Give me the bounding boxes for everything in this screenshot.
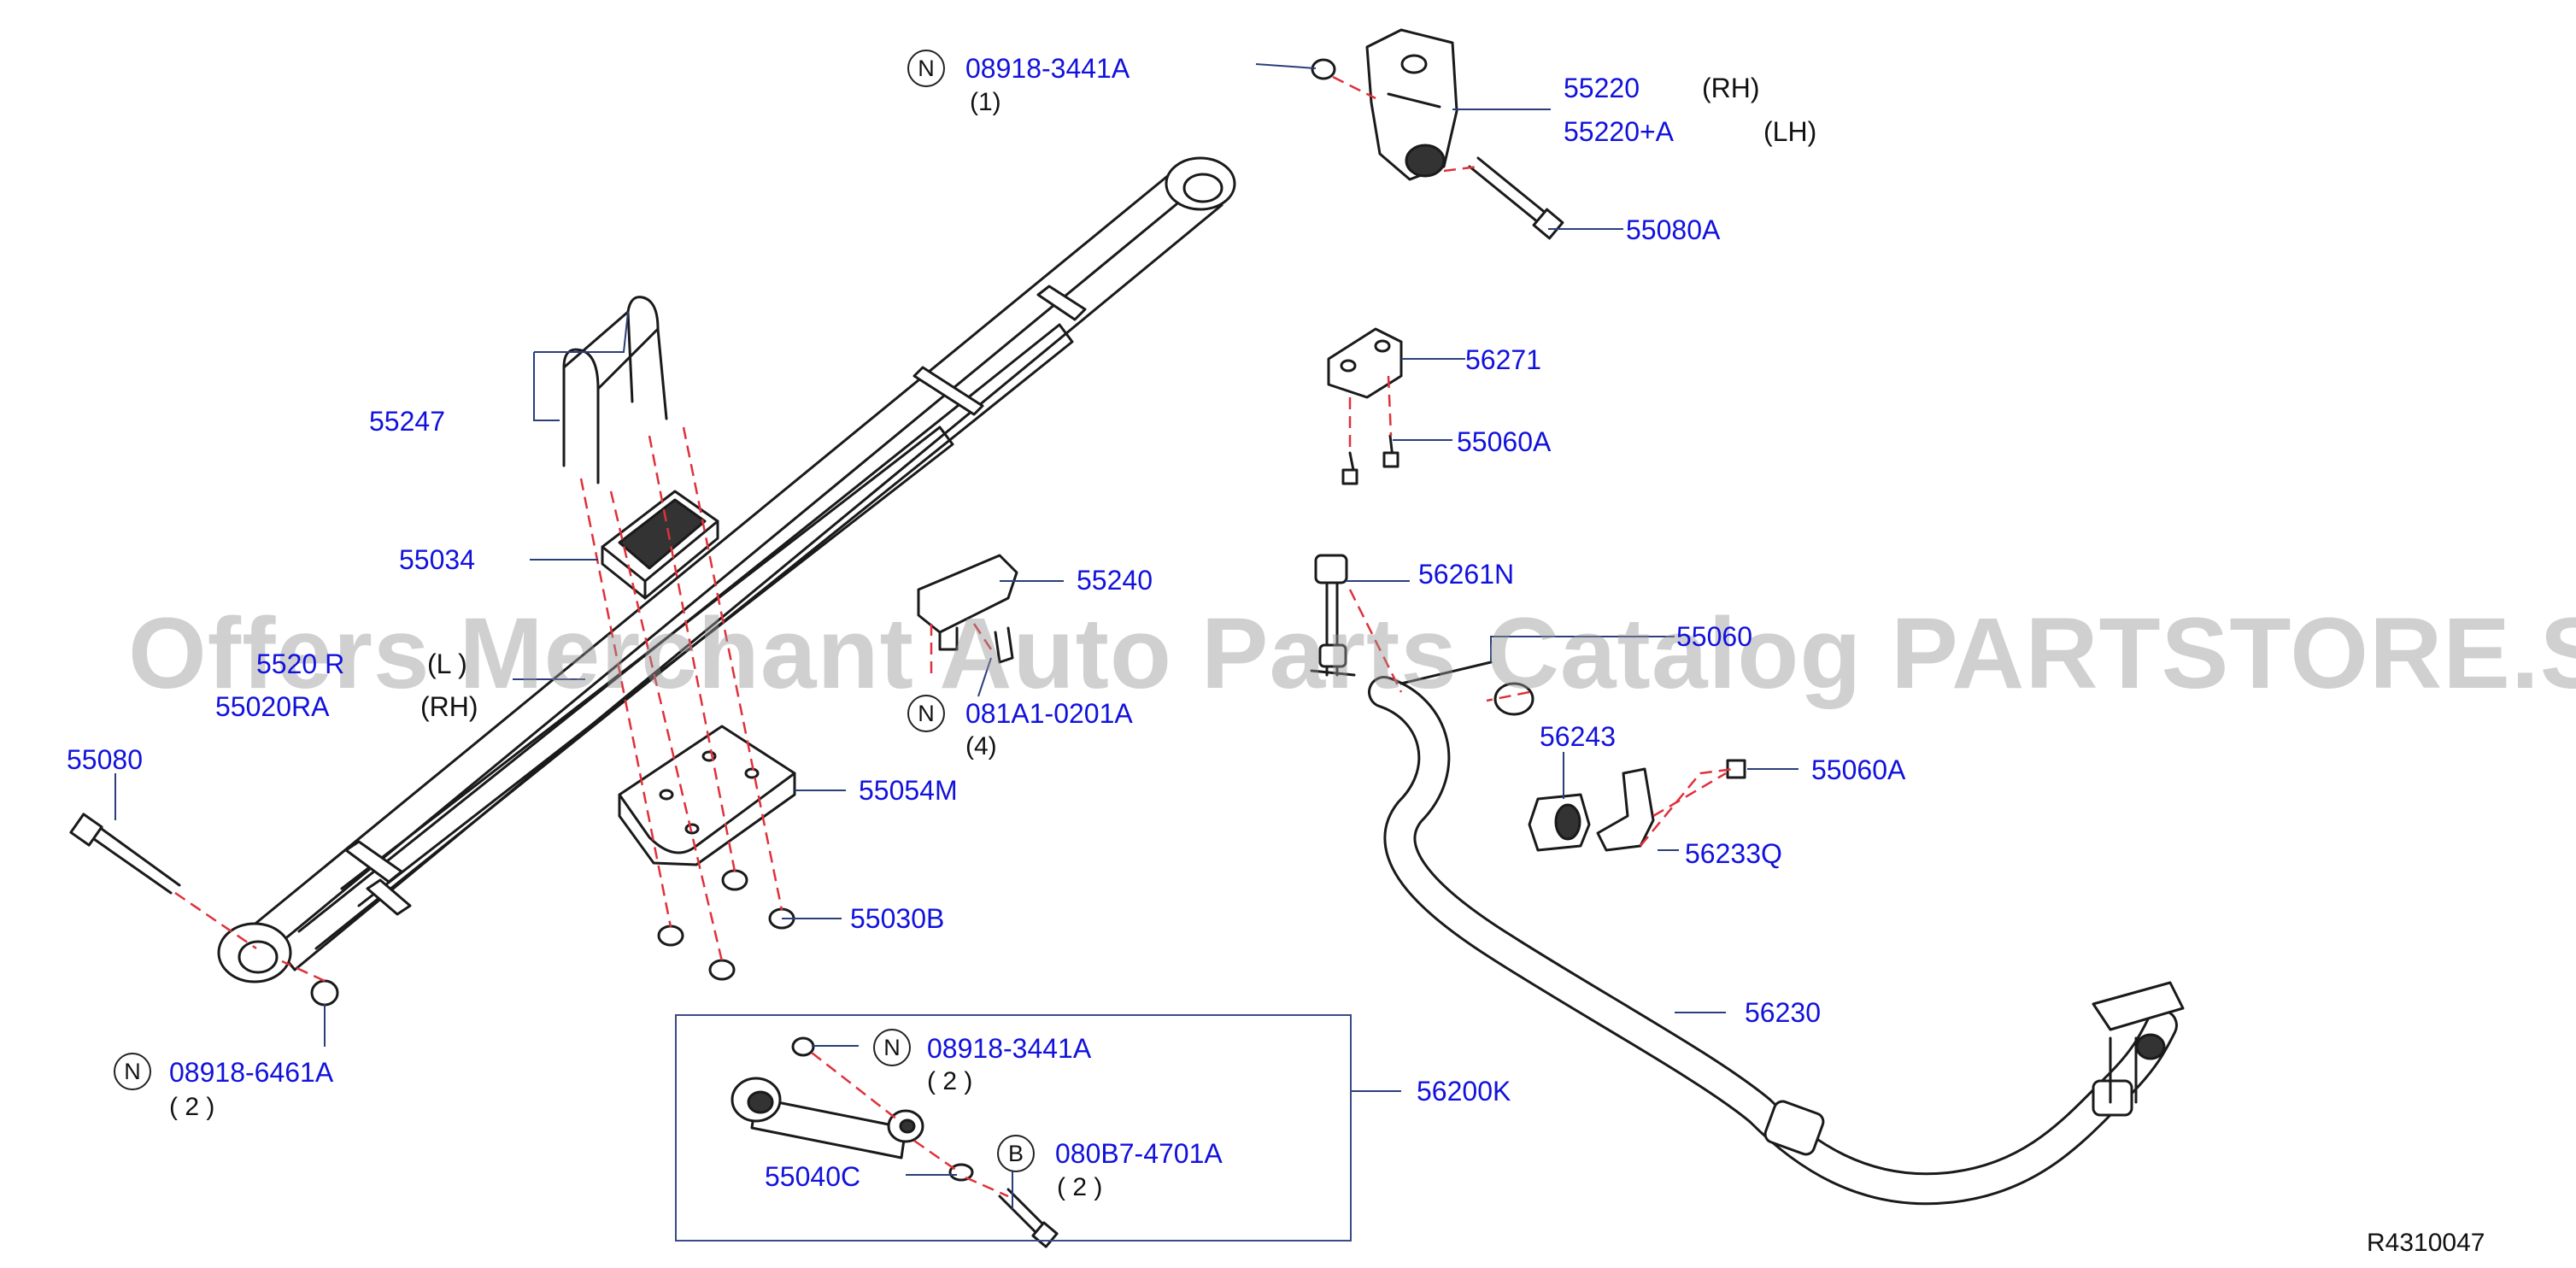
u-bolt-drawing	[562, 296, 668, 484]
part-number-55247[interactable]: 55247	[369, 406, 445, 437]
part-number-55030B[interactable]: 55030B	[850, 903, 945, 934]
part-number-08918-6461A[interactable]: 08918-6461A	[169, 1057, 334, 1088]
stabilizer-link-drawing	[1310, 554, 1356, 677]
part-number-55060-mid[interactable]: 55060	[1676, 621, 1752, 652]
side-label-lh: (LH)	[1763, 116, 1817, 147]
shackle-drawing	[1365, 28, 1458, 181]
bracket-56271-drawing	[1327, 327, 1403, 399]
part-number-55240[interactable]: 55240	[1077, 565, 1153, 596]
part-number-55080A[interactable]: 55080A	[1626, 214, 1721, 245]
part-number-08918-3441A-kit[interactable]: 08918-3441A	[927, 1033, 1092, 1064]
part-number-55220-a[interactable]: 55220+A	[1564, 116, 1675, 147]
side-label-lh-2: (L )	[427, 649, 467, 679]
callout-badge-n-2: N	[907, 695, 945, 732]
spring-pad-drawing	[618, 725, 796, 866]
part-number-081A1-0201A[interactable]: 081A1-0201A	[965, 698, 1133, 729]
part-number-55020RA[interactable]: 55020RA	[215, 691, 330, 722]
bracket-55240-drawing	[917, 554, 1018, 664]
part-number-55020R[interactable]: 5520 R	[256, 649, 345, 679]
part-number-56230[interactable]: 56230	[1745, 997, 1821, 1028]
dashed-guide-lines	[174, 75, 1735, 1198]
bushing-clamp-drawing	[1528, 767, 1655, 852]
part-number-55060A-top[interactable]: 55060A	[1457, 426, 1552, 457]
quantity-label-2: (4)	[965, 732, 997, 760]
part-number-55034[interactable]: 55034	[399, 544, 475, 575]
callout-badge-n-4: N	[873, 1029, 911, 1066]
part-number-55054M[interactable]: 55054M	[859, 775, 958, 806]
callout-badge-n-3: N	[114, 1053, 151, 1090]
part-number-56233Q[interactable]: 56233Q	[1685, 838, 1782, 869]
diagram-reference-code: R4310047	[2367, 1229, 2485, 1257]
leader-lines	[114, 63, 1799, 1209]
stabilizer-bar-drawing	[1368, 660, 2185, 1206]
part-number-55220[interactable]: 55220	[1564, 73, 1640, 103]
quantity-label: (1)	[970, 88, 1001, 116]
part-number-56261N[interactable]: 56261N	[1418, 559, 1515, 590]
part-number-55060A-mid[interactable]: 55060A	[1811, 754, 1906, 785]
callout-badge-n: N	[907, 50, 945, 87]
shock-absorber-drawing	[731, 1077, 924, 1159]
quantity-label-3: ( 2 )	[169, 1093, 215, 1121]
part-number-55040C[interactable]: 55040C	[765, 1161, 861, 1192]
quantity-label-4: ( 2 )	[927, 1067, 973, 1095]
leaf-spring-drawing	[217, 156, 1236, 983]
part-number-56271[interactable]: 56271	[1465, 344, 1541, 375]
spring-seat-drawing	[601, 490, 719, 600]
side-label-rh: (RH)	[1702, 73, 1760, 103]
callout-badge-b: B	[997, 1135, 1035, 1172]
part-number-080B7-4701A[interactable]: 080B7-4701A	[1055, 1138, 1223, 1169]
part-number-56200K[interactable]: 56200K	[1417, 1076, 1511, 1107]
part-number-55080[interactable]: 55080	[67, 744, 143, 775]
shock-absorber-kit-box	[675, 1014, 1352, 1242]
part-number-08918-3441A[interactable]: 08918-3441A	[965, 53, 1130, 84]
side-label-rh-2: (RH)	[420, 691, 478, 722]
quantity-label-5: ( 2 )	[1057, 1173, 1103, 1201]
bolt-drawings	[69, 156, 1746, 1248]
part-number-56243[interactable]: 56243	[1540, 721, 1616, 752]
